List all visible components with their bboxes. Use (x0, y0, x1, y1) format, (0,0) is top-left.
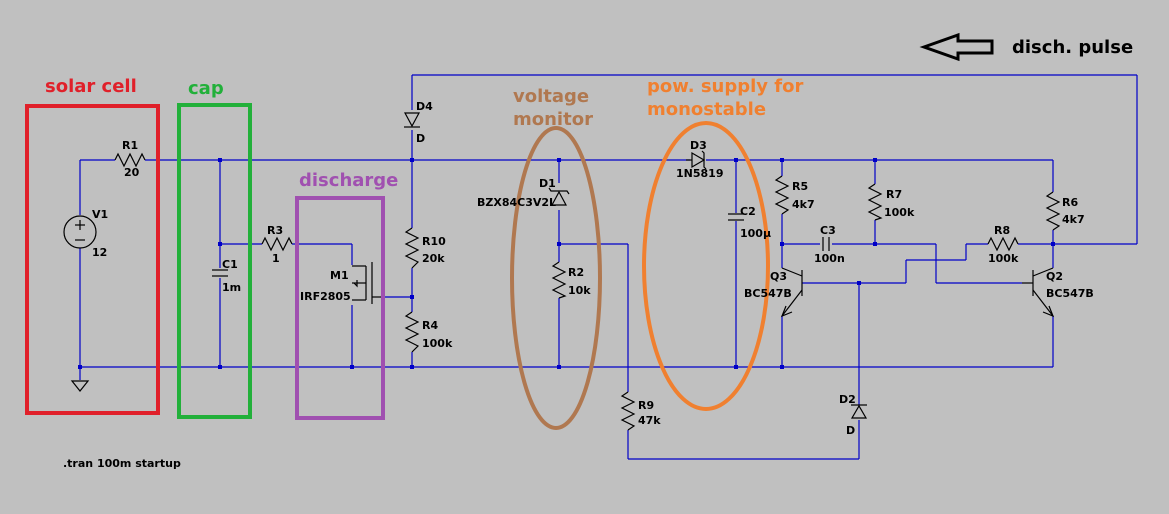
R5-name: R5 (792, 180, 808, 193)
R6-name: R6 (1062, 196, 1078, 209)
solar-cell-label: solar cell (45, 76, 137, 97)
R8-value: 100k (988, 252, 1019, 265)
D3-value: 1N5819 (676, 167, 723, 180)
R10-name: R10 (422, 235, 446, 248)
junction-dots (78, 158, 1055, 369)
R3-name: R3 (267, 224, 283, 237)
R7-resistor-icon[interactable] (867, 183, 883, 221)
R4-name: R4 (422, 319, 438, 332)
R9-value: 47k (638, 414, 661, 427)
solar-cell-box (25, 104, 160, 415)
C3-capacitor-icon[interactable] (822, 237, 830, 251)
M1-value: IRF2805 (300, 290, 351, 303)
R6-value: 4k7 (1062, 213, 1085, 226)
R10-resistor-icon[interactable] (404, 227, 420, 269)
Q2-transistor-icon[interactable] (1022, 267, 1055, 318)
C3-name: C3 (820, 224, 836, 237)
cap-box (177, 103, 252, 419)
spice-directive: .tran 100m startup (63, 457, 181, 470)
M1-mosfet-icon[interactable] (352, 262, 382, 304)
C1-value: 1m (222, 281, 241, 294)
D4-name: D4 (416, 100, 433, 113)
discharge-label: discharge (299, 170, 398, 191)
R2-resistor-icon[interactable] (551, 261, 567, 299)
R6-resistor-icon[interactable] (1045, 191, 1061, 231)
D1-zener-icon[interactable] (548, 187, 570, 206)
D2-value: D (846, 424, 855, 437)
C2-capacitor-icon[interactable] (728, 213, 744, 221)
M1-name: M1 (330, 269, 349, 282)
disch-pulse-label: disch. pulse (1012, 37, 1133, 58)
R7-value: 100k (884, 206, 915, 219)
C2-name: C2 (740, 205, 756, 218)
R1-resistor-icon[interactable] (114, 152, 146, 168)
cap-label: cap (188, 78, 224, 99)
D2-name: D2 (839, 393, 856, 406)
D2-diode-icon[interactable] (850, 404, 868, 419)
R5-resistor-icon[interactable] (774, 175, 790, 215)
Q3-name: Q3 (770, 270, 787, 283)
R10-value: 20k (422, 252, 445, 265)
Q3-transistor-icon[interactable] (780, 267, 803, 318)
Q3-value: BC547B (744, 287, 792, 300)
C3-value: 100n (814, 252, 845, 265)
D1-value: BZX84C3V2L (477, 196, 556, 209)
R1-name: R1 (122, 139, 138, 152)
voltage-monitor-label-2: monitor (513, 109, 593, 130)
power-supply-ellipse (642, 121, 770, 411)
voltage-monitor-ellipse (510, 126, 602, 430)
D3-schottky-icon[interactable] (686, 150, 707, 170)
ground-icon (70, 380, 90, 392)
V1-name: V1 (92, 208, 108, 221)
R7-name: R7 (886, 188, 902, 201)
D1-name: D1 (539, 177, 556, 190)
D4-value: D (416, 132, 425, 145)
discharge-box (295, 196, 385, 420)
D4-diode-icon[interactable] (403, 112, 421, 128)
C2-value: 100µ (740, 227, 771, 240)
C1-name: C1 (222, 258, 238, 271)
R9-name: R9 (638, 399, 654, 412)
Q2-value: BC547B (1046, 287, 1094, 300)
R3-resistor-icon[interactable] (261, 236, 293, 252)
wires (79, 74, 1138, 460)
V1-value: 12 (92, 246, 107, 259)
D3-name: D3 (690, 139, 707, 152)
R4-resistor-icon[interactable] (404, 311, 420, 353)
R2-name: R2 (568, 266, 584, 279)
R2-value: 10k (568, 284, 591, 297)
R4-value: 100k (422, 337, 453, 350)
power-supply-label-1: pow. supply for (647, 76, 803, 97)
R3-value: 1 (272, 252, 280, 265)
R1-value: 20 (124, 166, 140, 179)
R5-value: 4k7 (792, 198, 815, 211)
left-arrow-icon (919, 32, 994, 62)
R9-resistor-icon[interactable] (620, 391, 636, 431)
Q2-name: Q2 (1046, 270, 1063, 283)
V1-voltage-source-icon[interactable] (63, 215, 97, 249)
R8-name: R8 (994, 224, 1010, 237)
voltage-monitor-label-1: voltage (513, 86, 589, 107)
power-supply-label-2: monostable (647, 99, 766, 120)
R8-resistor-icon[interactable] (987, 236, 1019, 252)
C1-capacitor-icon[interactable] (212, 269, 228, 277)
